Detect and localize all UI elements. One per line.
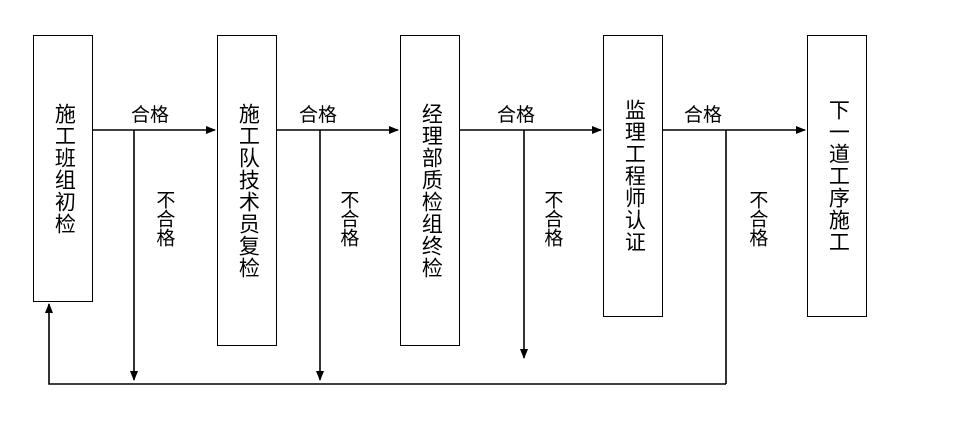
edge-label-fail-2: 不合格 xyxy=(337,190,359,247)
edge-label-fail-4: 不合格 xyxy=(746,190,768,247)
node-label: 监理工程师认证 xyxy=(622,99,646,253)
return-bus xyxy=(45,303,726,385)
edge-label-fail-3: 不合格 xyxy=(541,190,563,247)
edge-label-pass-1: 合格 xyxy=(131,105,170,126)
node-manager-qc-final-inspection[interactable]: 经理部质检组终检 xyxy=(400,35,460,346)
node-label: 下一道工序施工 xyxy=(826,99,850,253)
node-crew-technician-recheck[interactable]: 施工队技术员复检 xyxy=(217,35,277,346)
node-construction-team-initial-inspection[interactable]: 施工班组初检 xyxy=(33,35,93,302)
node-label: 施工队技术员复检 xyxy=(236,102,260,279)
edge-label-pass-4: 合格 xyxy=(684,105,723,126)
node-label: 经理部质检组终检 xyxy=(419,102,443,279)
node-supervising-engineer-certification[interactable]: 监理工程师认证 xyxy=(603,35,663,317)
edge-label-fail-1: 不合格 xyxy=(153,190,175,247)
node-next-process-construction[interactable]: 下一道工序施工 xyxy=(807,35,867,317)
edge-label-pass-2: 合格 xyxy=(299,105,338,126)
node-label: 施工班组初检 xyxy=(52,102,76,235)
edge-label-pass-3: 合格 xyxy=(497,105,536,126)
